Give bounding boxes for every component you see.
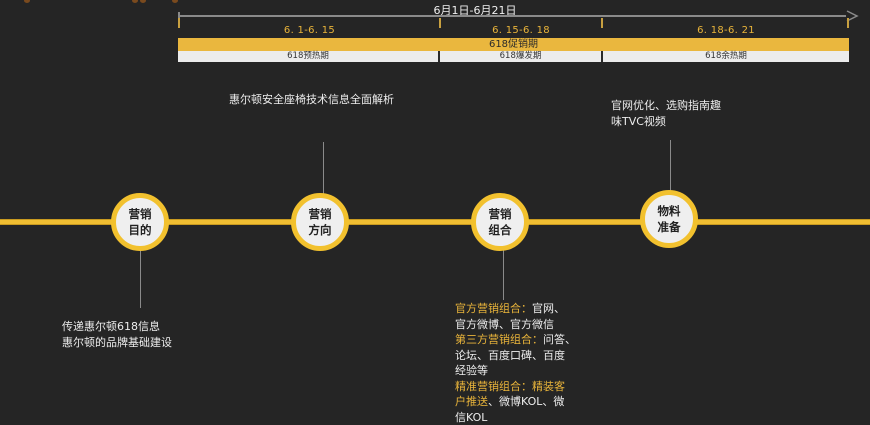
connector-line	[140, 250, 141, 308]
phase-afterheat: 618余热期	[603, 51, 849, 62]
period-label: 6. 1-6. 15	[180, 25, 439, 36]
note-purpose: 传递惠尔顿618信息 惠尔顿的品牌基础建设	[62, 319, 172, 350]
node-label: 目的	[129, 222, 152, 238]
node-marketing-purpose: 营销 目的	[111, 193, 169, 251]
period-label: 6. 18-6. 21	[603, 25, 849, 36]
note-line: 官方营销组合：官网、	[455, 301, 605, 317]
note-line: 惠尔顿的品牌基础建设	[62, 335, 172, 351]
note-line: 官网优化、选购指南趣	[611, 98, 721, 114]
node-label: 物料	[658, 203, 681, 219]
node-label: 营销	[309, 206, 332, 222]
note-line: 传递惠尔顿618信息	[62, 319, 172, 335]
promo-period-bar: 618促销期	[178, 38, 849, 51]
axis-line	[178, 15, 846, 17]
node-label: 组合	[489, 222, 512, 238]
top-decoration	[0, 0, 200, 4]
note-line: 经验等	[455, 363, 605, 379]
period-label: 6. 15-6. 18	[441, 25, 601, 36]
phase-preheat: 618预热期	[178, 51, 440, 62]
note-line: 官方微博、官方微信	[455, 317, 605, 333]
note-line: 论坛、百度口碑、百度	[455, 348, 605, 364]
note-line: 户推送、微博KOL、微	[455, 394, 605, 410]
node-material-prep: 物料 准备	[640, 190, 698, 248]
note-line: 味TVC视频	[611, 114, 721, 130]
note-line: 精准营销组合：精装客	[455, 379, 605, 395]
connector-line	[503, 250, 504, 300]
node-marketing-direction: 营销 方向	[291, 193, 349, 251]
node-label: 方向	[309, 222, 332, 238]
node-marketing-combination: 营销 组合	[471, 193, 529, 251]
note-line: 第三方营销组合：问答、	[455, 332, 605, 348]
node-label: 准备	[658, 219, 681, 235]
connector-line	[670, 140, 671, 192]
phase-burst: 618爆发期	[440, 51, 603, 62]
node-label: 营销	[129, 206, 152, 222]
connector-line	[323, 142, 324, 194]
note-combination: 官方营销组合：官网、 官方微博、官方微信 第三方营销组合：问答、 论坛、百度口碑…	[455, 301, 605, 425]
note-line: 信KOL	[455, 410, 605, 425]
note-direction: 惠尔顿安全座椅技术信息全面解析	[229, 92, 394, 108]
node-label: 营销	[489, 206, 512, 222]
note-materials: 官网优化、选购指南趣 味TVC视频	[611, 98, 721, 129]
